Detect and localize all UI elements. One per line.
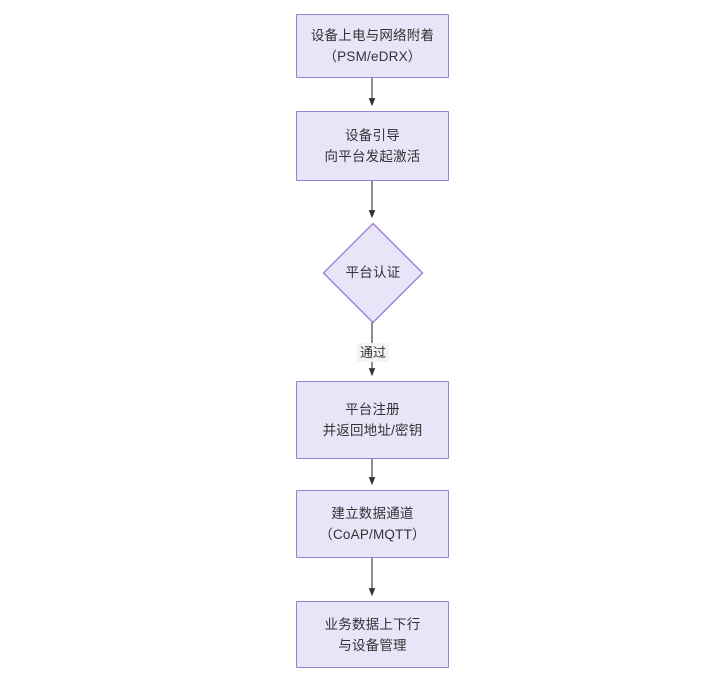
flow-node-data-channel[interactable]: 建立数据通道 （CoAP/MQTT） (296, 490, 449, 558)
flow-node-business-data[interactable]: 业务数据上下行 与设备管理 (296, 601, 449, 668)
edge-label-pass: 通过 (357, 343, 390, 362)
diamond-shape-icon (322, 222, 424, 324)
flow-node-device-power-on[interactable]: 设备上电与网络附着 （PSM/eDRX） (296, 14, 449, 78)
flow-node-label: 平台认证 (345, 265, 401, 280)
flow-node-device-bootstrap[interactable]: 设备引导 向平台发起激活 (296, 111, 449, 181)
flow-node-label: 设备引导 向平台发起激活 (324, 128, 421, 164)
flow-node-label: 业务数据上下行 与设备管理 (324, 616, 421, 653)
flow-node-label: 平台注册 并返回地址/密钥 (322, 402, 423, 438)
flow-node-platform-authentication[interactable]: 平台认证 (298, 198, 448, 348)
flow-node-label: 建立数据通道 （CoAP/MQTT） (319, 506, 426, 542)
flow-node-platform-registration[interactable]: 平台注册 并返回地址/密钥 (296, 381, 449, 459)
flow-node-label: 设备上电与网络附着 （PSM/eDRX） (310, 28, 435, 64)
